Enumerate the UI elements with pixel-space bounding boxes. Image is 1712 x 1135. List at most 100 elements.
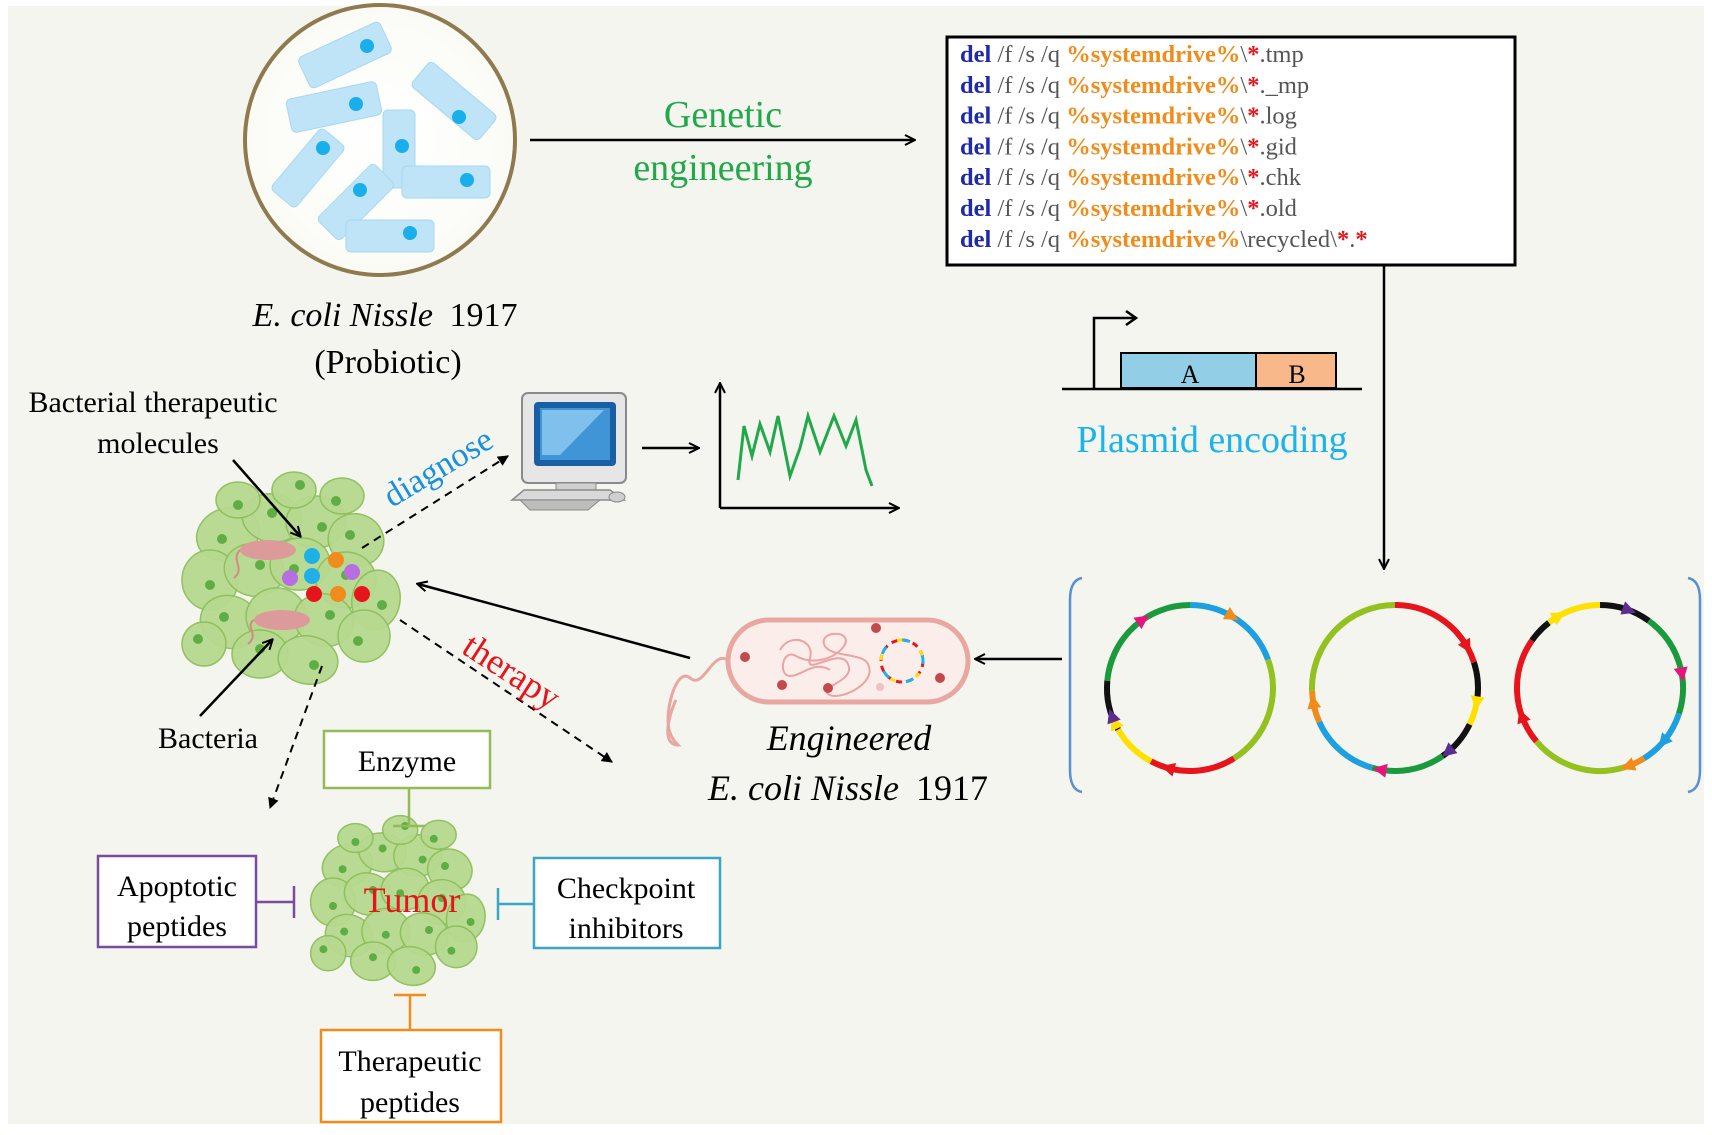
- bacteria-pointer-arrow: [199, 640, 272, 717]
- code-token: %systemdrive%: [1066, 164, 1240, 191]
- cell-nucleus: [412, 966, 421, 974]
- enzyme-label: Enzyme: [358, 745, 456, 778]
- code-token: *: [1247, 133, 1259, 160]
- plasmid-segment: [1534, 739, 1624, 774]
- code-token: \: [1240, 41, 1247, 68]
- tumor-cell: [271, 471, 317, 509]
- gene-a-label: A: [1181, 360, 1200, 389]
- code-token: del: [960, 133, 992, 160]
- code-line: del /f /s /q %systemdrive%\*.chk: [960, 164, 1302, 191]
- code-line: del /f /s /q %systemdrive%\*.old: [960, 195, 1297, 222]
- plasmid-arrowhead: [1160, 762, 1177, 777]
- therapeutic-molecule: [282, 570, 298, 586]
- code-token: del: [960, 195, 992, 222]
- plasmid-segment: [1232, 658, 1276, 761]
- gene-b-block: [1255, 352, 1337, 389]
- code-token: %systemdrive%: [1066, 195, 1240, 222]
- left-bracket: [1068, 576, 1083, 794]
- cell-nucleus: [309, 660, 319, 670]
- cell-nucleus: [369, 953, 377, 962]
- diagnose-arrow: [361, 455, 509, 549]
- code-token: *: [1355, 226, 1367, 253]
- plasmid-arrowhead: [1457, 637, 1471, 654]
- code-line: del /f /s /q %systemdrive%\*._mp: [960, 72, 1309, 99]
- code-token: \: [1240, 164, 1247, 191]
- cell-nucleus: [329, 902, 337, 910]
- plasmid-encoding-label: Plasmid encoding: [1076, 419, 1347, 461]
- cell-nucleus: [233, 500, 243, 510]
- plasmid-segment: [1547, 602, 1601, 626]
- code-token: *: [1247, 164, 1259, 191]
- plasmid-segment: [1647, 618, 1686, 715]
- promoter-icon: [1092, 316, 1136, 389]
- code-token: .chk: [1259, 164, 1301, 191]
- tumor-cell: [420, 819, 457, 850]
- code-token: \: [1240, 72, 1247, 99]
- code-token: .tmp: [1259, 41, 1303, 68]
- plasmid-ring-3: [1514, 601, 1688, 774]
- apoptotic-label-line1: Apoptotic: [117, 870, 237, 903]
- code-token: \: [1240, 195, 1247, 222]
- code-token: .log: [1259, 103, 1296, 130]
- code-token: \: [1240, 103, 1247, 130]
- cell-nucleus: [338, 865, 347, 874]
- plasmid-arrowhead: [1658, 732, 1673, 748]
- probiotic-caption: (Probiotic): [314, 344, 461, 381]
- molecules-label-line2: molecules: [97, 427, 219, 460]
- plasmid-segment: [1115, 727, 1153, 764]
- cell-nucleus: [205, 580, 215, 590]
- signal-plot-icon: [720, 384, 898, 508]
- engineered-name-year: 1917: [916, 768, 988, 808]
- therapeutic-molecule: [330, 586, 346, 602]
- code-token: /f /s /q: [997, 72, 1060, 99]
- gene-a-block: [1120, 352, 1257, 389]
- plasmid-segment: [1316, 720, 1374, 771]
- code-token: %systemdrive%: [1066, 226, 1240, 253]
- cell-nucleus: [319, 945, 328, 954]
- code-token: %systemdrive%: [1066, 103, 1240, 130]
- code-token: ._mp: [1259, 72, 1309, 99]
- cell-nucleus: [295, 480, 305, 490]
- probiotic-name-italic: E. coli Nissle: [252, 297, 433, 334]
- therapy-arrow: [399, 619, 613, 763]
- tumor-icon: [309, 814, 486, 987]
- plasmid-arrowhead: [1620, 757, 1637, 771]
- code-token: /f /s /q: [997, 226, 1060, 253]
- tumor-cell: [319, 477, 365, 515]
- plasmid-segment: [1149, 755, 1236, 774]
- checkpoint-box: [532, 856, 722, 950]
- tumor-cell: [386, 945, 437, 987]
- code-token: \: [1240, 133, 1247, 160]
- plasmid-arrowhead: [1442, 742, 1458, 757]
- tumor-cell: [181, 621, 227, 667]
- code-token: .: [1349, 226, 1355, 253]
- tumor-cell: [434, 925, 478, 969]
- enzyme-box: [322, 729, 492, 790]
- tumor-cell: [309, 934, 347, 972]
- apoptotic-label-line2: peptides: [127, 910, 227, 943]
- apoptotic-box: [96, 854, 258, 949]
- plasmid-segment: [1471, 661, 1481, 697]
- plasmid-arrowhead: [1222, 607, 1239, 621]
- code-token: /f /s /q: [997, 41, 1060, 68]
- plasmid-segment: [1104, 602, 1191, 682]
- tumor-cell: [337, 609, 391, 663]
- plasmid-arrowhead: [1133, 615, 1149, 630]
- plasmid-construct: A B: [1062, 309, 1362, 391]
- cell-nucleus: [378, 844, 387, 853]
- code-token: *: [1337, 226, 1349, 253]
- tumor-label: Tumor: [364, 880, 461, 920]
- code-token: *: [1247, 103, 1259, 130]
- cell-nucleus: [425, 926, 433, 934]
- genetic-engineering-label-line2: engineering: [633, 147, 812, 189]
- plasmid-arrowhead: [1372, 763, 1388, 778]
- checkpoint-label-line2: inhibitors: [568, 912, 683, 945]
- tumor-to-treatment-arrow: [268, 665, 323, 810]
- code-line: del /f /s /q %systemdrive%\*.tmp: [960, 41, 1304, 68]
- code-token: del: [960, 72, 992, 99]
- code-token: %systemdrive%: [1066, 72, 1240, 99]
- plasmid-ring-2: [1307, 602, 1485, 778]
